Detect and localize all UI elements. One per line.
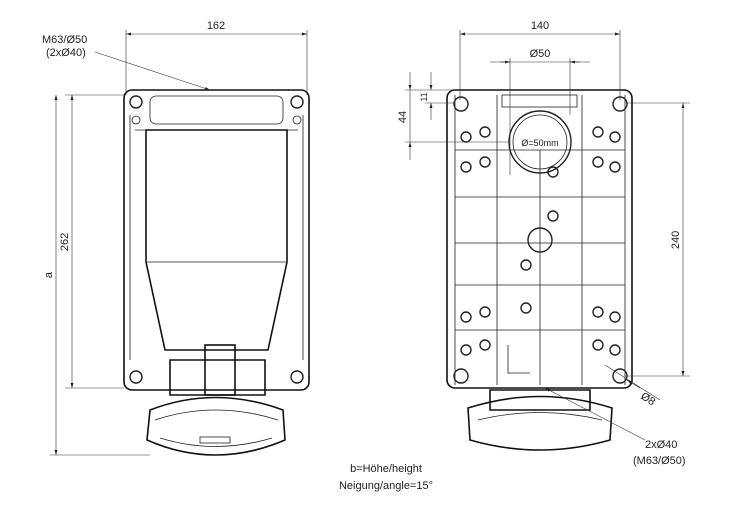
dim-50-label: Ø50 xyxy=(530,48,551,60)
height-note: b=Höhe/height xyxy=(350,463,422,475)
top-offset-dimensions: 44 11 xyxy=(397,72,510,160)
dim-140-label: 140 xyxy=(531,20,549,32)
notes: b=Höhe/height Neigung/angle=15° xyxy=(339,463,433,492)
dim-44-label: 44 xyxy=(397,111,409,123)
back-view-enclosure: Ø=50mm xyxy=(446,89,633,451)
hole-dimension-50: Ø50 xyxy=(490,48,590,175)
dim-11-label: 11 xyxy=(419,92,429,101)
dim-a-label: a xyxy=(43,271,55,278)
cable-entry-callout-left: M63/Ø50 (2xØ40) xyxy=(42,34,211,91)
dim-240-label: 240 xyxy=(670,231,682,249)
angle-note: Neigung/angle=15° xyxy=(339,480,433,492)
hole-label: Ø=50mm xyxy=(521,138,558,148)
width-dimension-140: 140 xyxy=(459,20,621,100)
width-dimension-162: 162 xyxy=(125,20,308,95)
side-view-enclosure xyxy=(123,89,310,456)
cable-entry-callout-right: 2xØ40 (M63/Ø50) xyxy=(544,387,686,467)
dim-8-label: Ø8 xyxy=(638,390,657,408)
cable-entry-label: M63/Ø50 xyxy=(42,34,87,46)
dim-162-label: 162 xyxy=(207,20,225,32)
hole-spacing-dimension-240: 240 xyxy=(625,102,690,377)
dim-262-label: 262 xyxy=(59,233,71,251)
cable-entry-alt-label-right: (M63/Ø50) xyxy=(633,455,686,467)
cable-entry-label-right: 2xØ40 xyxy=(645,439,677,451)
height-dimension-262: 262 a xyxy=(43,94,150,456)
cable-entry-alt-label: (2xØ40) xyxy=(46,47,86,59)
